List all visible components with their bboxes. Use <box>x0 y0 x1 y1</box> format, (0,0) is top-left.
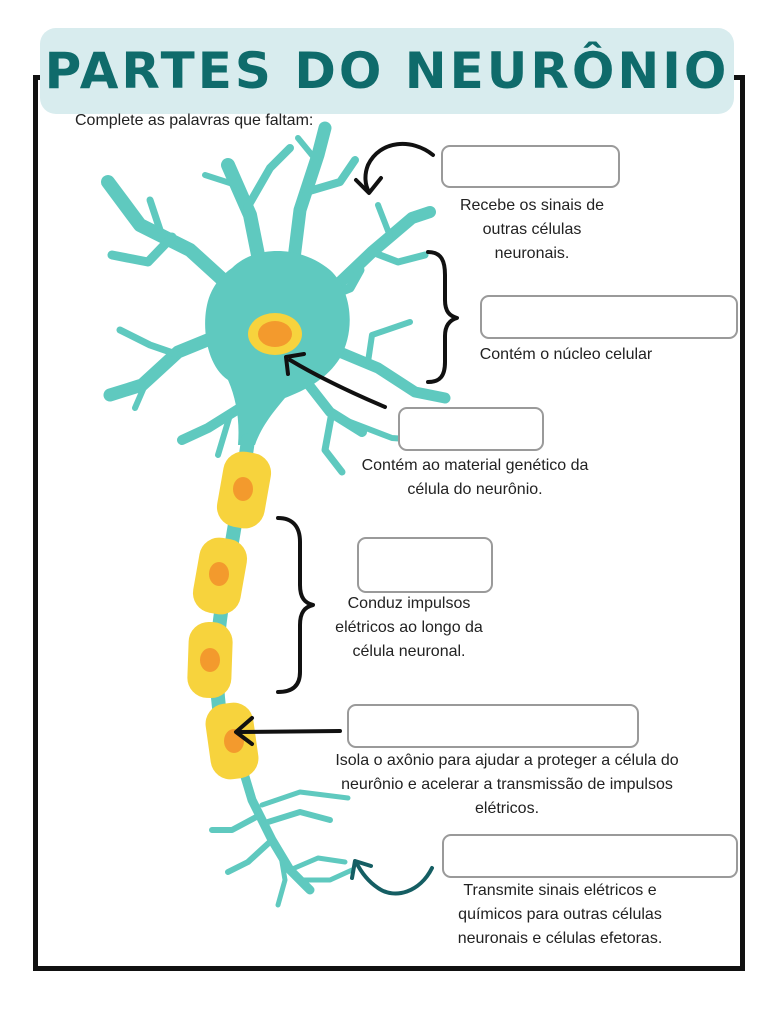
axon-terminals <box>209 755 355 908</box>
nucleus-arrow-head <box>284 352 306 376</box>
page-title: PARTES DO NEURÔNIO <box>44 42 730 100</box>
nucleus-answer-input[interactable] <box>398 407 544 451</box>
nucleus-arrow <box>288 358 387 409</box>
dendrites-arrow-head <box>354 176 383 195</box>
axon-terminals-arrow-head <box>350 859 373 880</box>
cell-body-brace <box>426 250 459 384</box>
dendrites-description: Recebe os sinais de outras células neuro… <box>459 197 605 262</box>
axon-terminals-answer-input[interactable] <box>442 834 738 878</box>
myelin-sheath-answer-input[interactable] <box>347 704 639 748</box>
nucleus-description: Contém ao material genético da célula do… <box>361 457 589 498</box>
axon-description: Conduz impulsos elétricos ao longo da cé… <box>335 595 483 660</box>
cell-body-description: Contém o núcleo celular <box>479 346 653 363</box>
neuron-illustration <box>101 121 451 908</box>
myelin-sheath-description: Isola o axônio para ajudar a proteger a … <box>335 752 679 817</box>
dendrites-arrow <box>363 141 435 194</box>
axon-brace <box>276 516 315 694</box>
dendrites <box>101 121 451 476</box>
dendrites-answer-input[interactable] <box>441 145 620 188</box>
instruction-text: Complete as palavras que faltam: <box>75 112 314 129</box>
myelin-arrow-head <box>234 716 254 746</box>
nucleus <box>248 313 302 355</box>
title-banner: PARTES DO NEURÔNIO <box>40 28 734 114</box>
axon-answer-input[interactable] <box>357 537 493 593</box>
axon-terminals-arrow <box>354 860 434 896</box>
myelin-arrow <box>236 729 342 734</box>
axon-terminals-description: Transmite sinais elétricos e químicos pa… <box>457 882 663 947</box>
cell-body-answer-input[interactable] <box>480 295 738 339</box>
